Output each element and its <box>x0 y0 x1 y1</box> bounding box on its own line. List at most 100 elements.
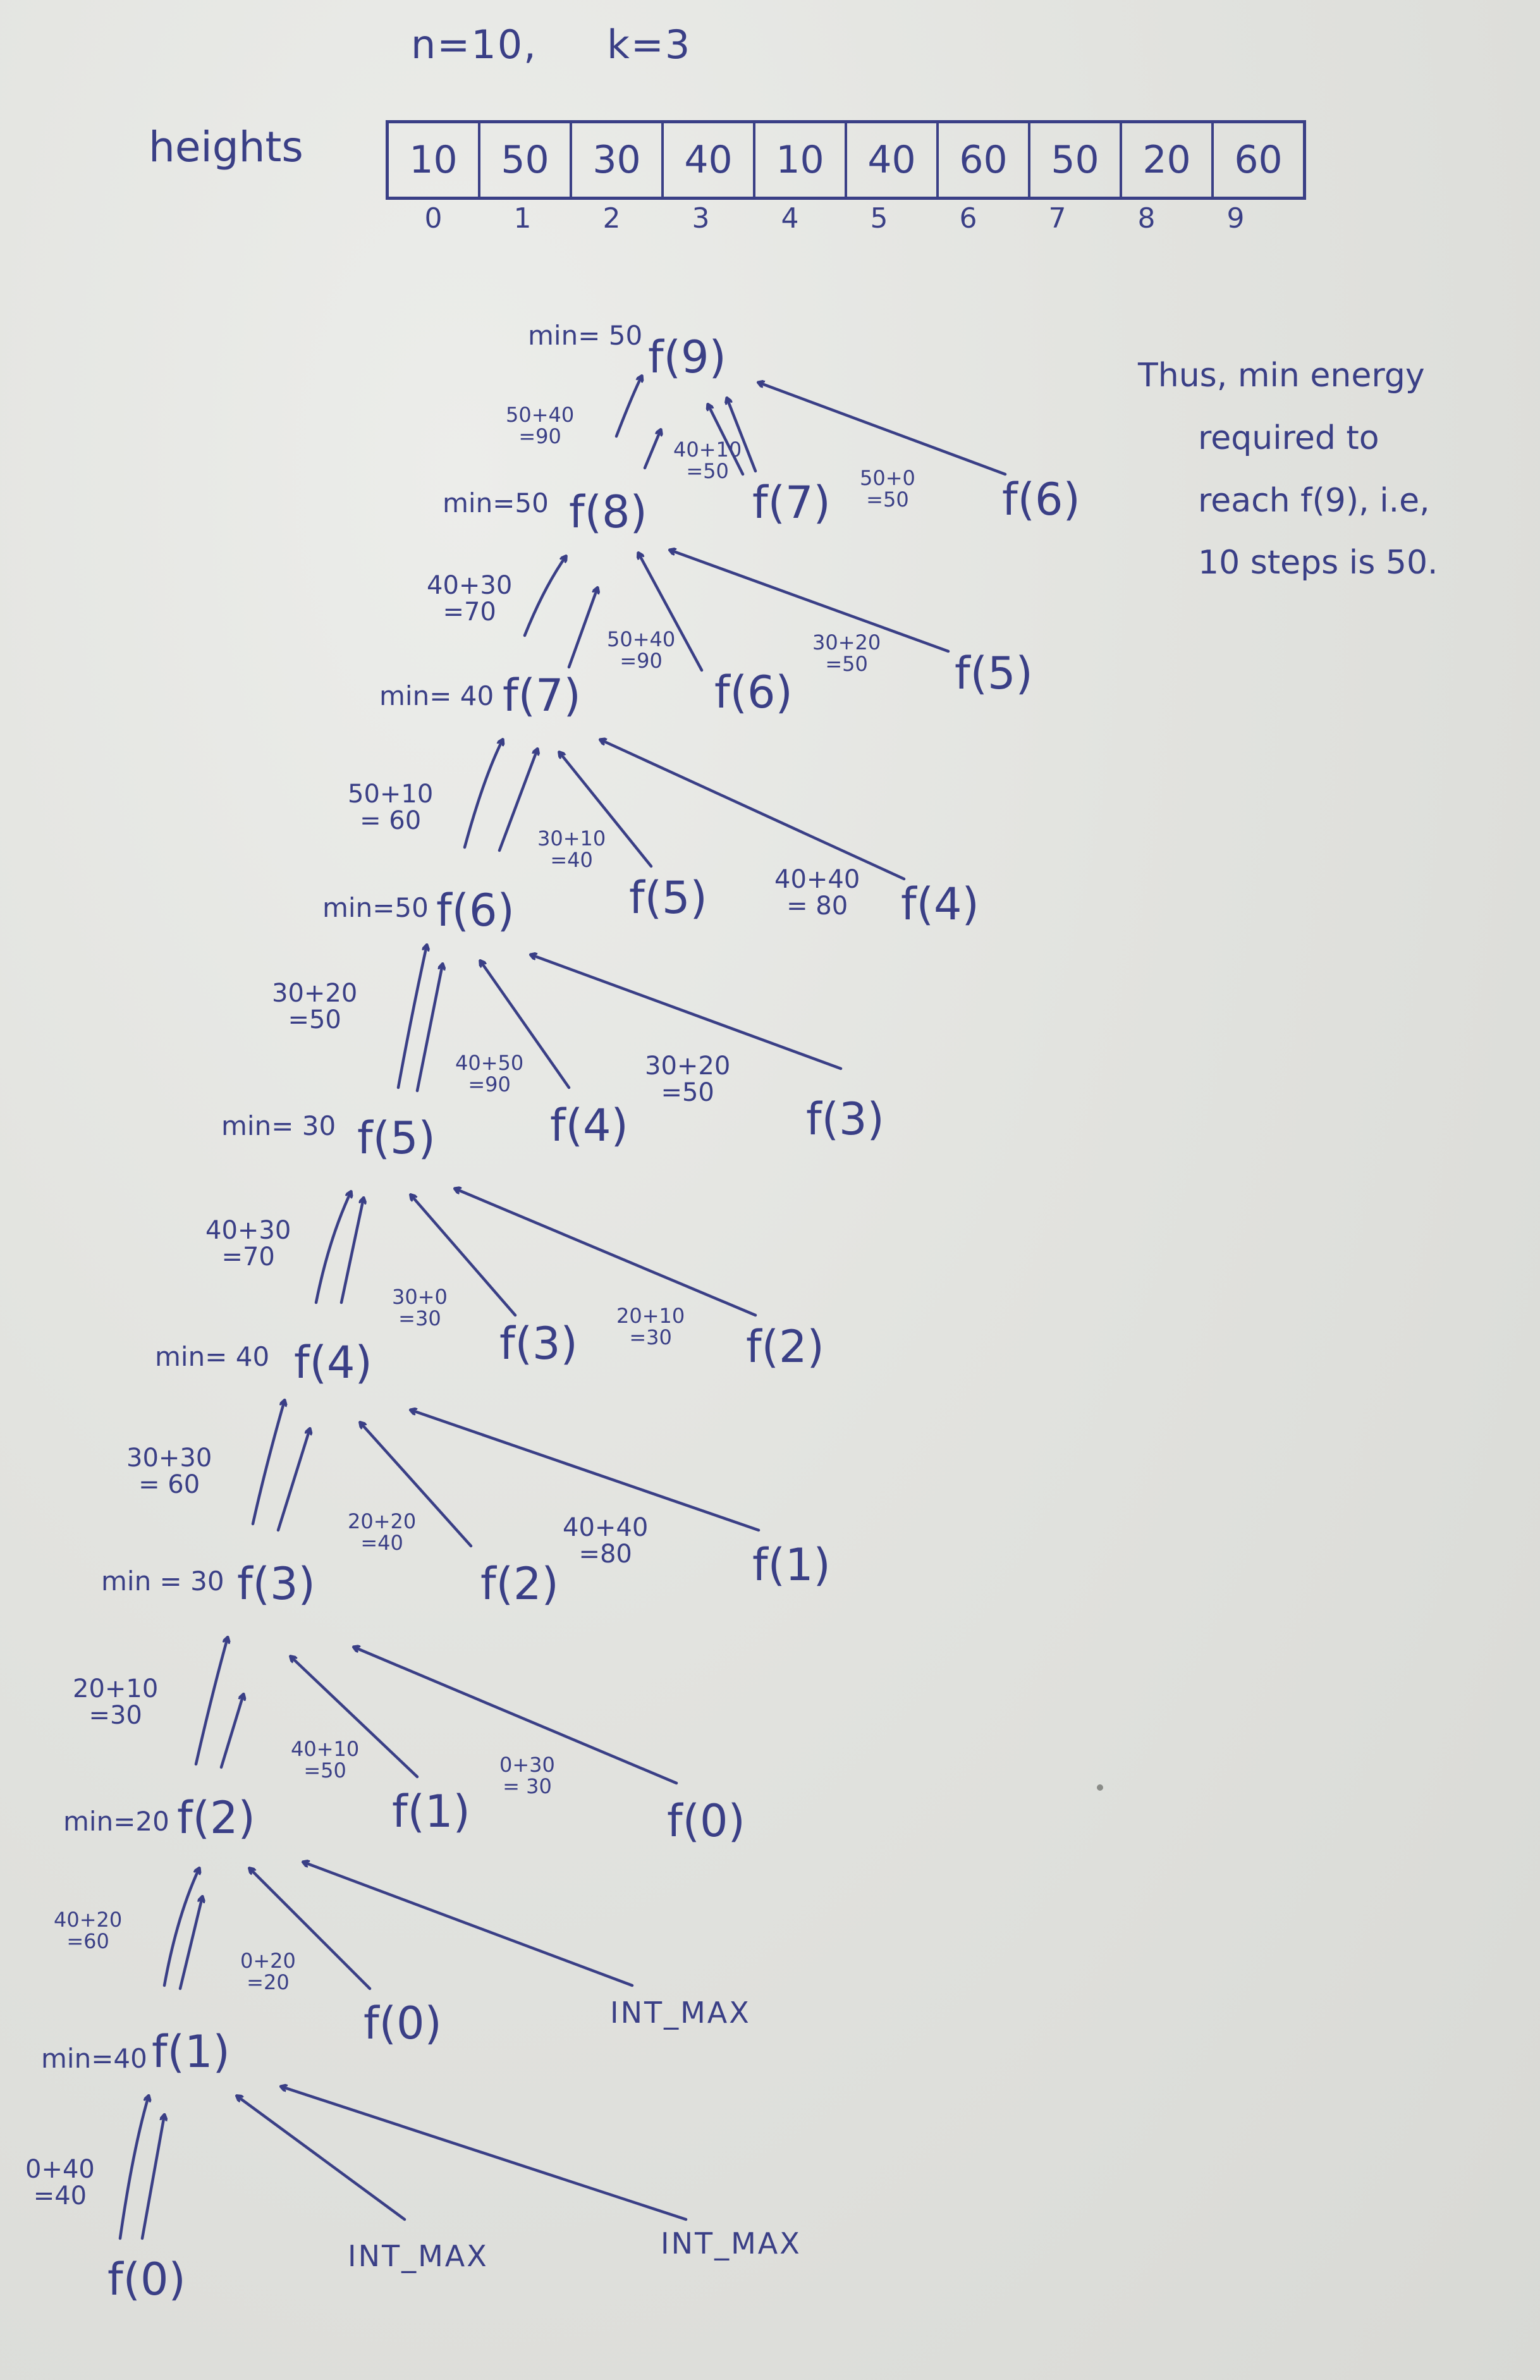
recursion-arrow <box>194 1638 228 1766</box>
edge-cost: 30+20 =50 <box>272 979 358 1034</box>
recursion-arrow <box>601 740 906 881</box>
edge-cost: 50+0 =50 <box>860 466 915 512</box>
recursion-arrow <box>727 398 757 473</box>
node-f6: f(6) <box>436 885 515 936</box>
height-cell: 50 <box>480 123 572 197</box>
child-node: f(7) <box>752 477 831 529</box>
edge-cost: 20+10 =30 <box>73 1674 159 1730</box>
recursion-arrow <box>354 1647 678 1785</box>
recursion-arrow <box>251 1401 284 1526</box>
index-label: 3 <box>692 202 710 235</box>
child-node: f(5) <box>955 647 1033 699</box>
edge-cost: 40+10 =50 <box>291 1737 360 1782</box>
node-f3: f(3) <box>237 1558 315 1610</box>
n-label: n=10, <box>411 21 537 68</box>
recursion-arrow <box>281 2087 688 2221</box>
child-node: f(2) <box>746 1321 824 1373</box>
index-row: 0 1 2 3 4 5 6 7 8 9 <box>389 202 1280 235</box>
k-label: k=3 <box>607 21 692 68</box>
recursion-arrow <box>639 553 704 672</box>
child-node: f(3) <box>499 1318 578 1370</box>
min-label: min= 40 <box>379 680 494 711</box>
child-node: f(1) <box>392 1786 470 1837</box>
child-node: INT_MAX <box>348 2239 489 2273</box>
edge-cost: 30+30 = 60 <box>126 1444 212 1499</box>
recursion-arrow <box>219 1695 243 1769</box>
child-node: f(6) <box>714 666 793 718</box>
recursion-arrow <box>567 588 597 669</box>
note-line: Thus, min energy <box>1138 357 1425 395</box>
min-label: min=40 <box>41 2043 147 2074</box>
recursion-arrow <box>411 1195 517 1317</box>
edge-cost: 0+20 =20 <box>240 1949 296 1994</box>
edge-cost: 50+10 = 60 <box>348 780 434 835</box>
recursion-arrow <box>455 1189 757 1317</box>
note-line: 10 steps is 50. <box>1198 544 1438 582</box>
recursion-arrow <box>463 740 503 849</box>
edge-cost: 50+40 =90 <box>506 403 575 448</box>
min-label: min=20 <box>63 1806 169 1837</box>
node-f4: f(4) <box>294 1337 372 1389</box>
recursion-arrow <box>643 430 661 470</box>
child-node: INT_MAX <box>610 1996 751 2030</box>
child-node: f(6) <box>1002 474 1080 525</box>
height-cell: 30 <box>572 123 664 197</box>
recursion-arrow <box>411 1410 761 1532</box>
recursion-arrow <box>559 752 653 868</box>
height-cell: 60 <box>939 123 1030 197</box>
edge-cost: 20+10 =30 <box>616 1304 685 1349</box>
min-label: min= 50 <box>528 320 643 351</box>
recursion-arrow <box>314 1192 351 1304</box>
height-cell: 60 <box>1234 138 1283 182</box>
height-cell: 10 <box>389 123 480 197</box>
recursion-arrow <box>237 2096 406 2221</box>
edge-cost: 40+30 =70 <box>205 1216 291 1272</box>
index-label: 0 <box>424 202 443 235</box>
conclusion-note: Thus, min energy required to reach f(9),… <box>1138 345 1438 594</box>
heights-label: heights <box>149 123 303 171</box>
child-node: INT_MAX <box>661 2226 802 2260</box>
min-label: min= 30 <box>221 1110 336 1141</box>
node-f1: f(1) <box>152 2026 230 2078</box>
recursion-arrow <box>531 955 843 1070</box>
child-node: f(5) <box>629 872 707 924</box>
recursion-arrow <box>250 1868 372 1990</box>
recursion-arrow <box>759 383 1007 476</box>
recursion-arrow <box>178 1897 202 1990</box>
note-line: required to <box>1198 419 1379 457</box>
edge-cost: 0+40 =40 <box>25 2155 95 2211</box>
recursion-arrow <box>614 376 642 438</box>
node-f5: f(5) <box>357 1112 436 1164</box>
edge-cost: 40+40 =80 <box>563 1513 649 1569</box>
child-node: f(2) <box>480 1558 559 1610</box>
edge-cost: 40+50 =90 <box>455 1051 524 1096</box>
index-label: 9 <box>1226 202 1245 235</box>
edge-cost: 50+40 =90 <box>607 627 676 673</box>
index-label: 6 <box>959 202 977 235</box>
min-label: min=50 <box>443 488 549 518</box>
edge-cost: 30+10 =40 <box>537 826 606 872</box>
recursion-arrow <box>291 1657 419 1779</box>
node-f2: f(2) <box>177 1792 255 1844</box>
child-node: f(0) <box>667 1795 745 1847</box>
note-line: reach f(9), i.e, <box>1198 481 1430 520</box>
node-f7: f(7) <box>503 670 581 721</box>
edge-cost: 20+20 =40 <box>348 1509 417 1555</box>
child-node: f(3) <box>806 1093 884 1145</box>
recursion-arrow <box>523 556 566 637</box>
child-node: f(4) <box>901 878 979 930</box>
index-label: 4 <box>781 202 799 235</box>
recursion-arrow <box>415 964 443 1093</box>
edge-cost: 30+0 =30 <box>392 1285 448 1330</box>
recursion-arrow <box>708 405 745 476</box>
edge-cost: 0+30 = 30 <box>499 1753 555 1798</box>
min-label: min = 30 <box>101 1566 224 1597</box>
node-f8: f(8) <box>569 486 647 538</box>
recursion-arrow <box>670 550 950 653</box>
recursion-arrow <box>303 1862 634 1987</box>
child-node: f(0) <box>364 1997 442 2049</box>
recursion-arrow <box>118 2096 149 2240</box>
edge-cost: 30+20 =50 <box>812 630 881 676</box>
recursion-arrow <box>276 1429 310 1532</box>
